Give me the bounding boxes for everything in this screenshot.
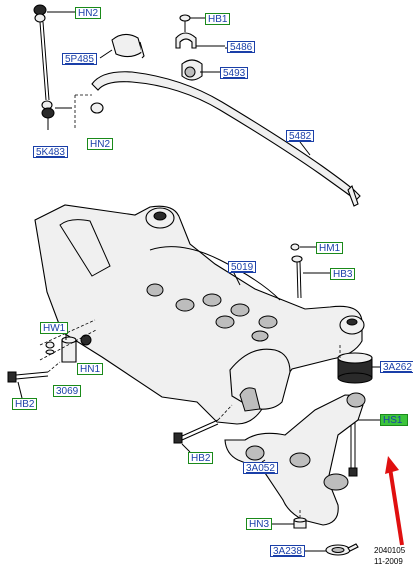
label-hn1[interactable]: HN1: [77, 363, 104, 375]
bushing-3a262-part: [337, 352, 373, 384]
label-hn2-top[interactable]: HN2: [75, 7, 102, 19]
label-hm1[interactable]: HM1: [316, 242, 344, 254]
label-3a052[interactable]: 3A052: [243, 462, 278, 474]
label-hw1[interactable]: HW1: [40, 322, 69, 334]
bushing-set-part: [45, 334, 92, 363]
subframe-part: [34, 204, 365, 425]
label-hn2-mid[interactable]: HN2: [87, 138, 114, 150]
label-5486[interactable]: 5486: [227, 41, 256, 53]
label-hn3[interactable]: HN3: [246, 518, 273, 530]
red-arrow-icon: [385, 456, 404, 546]
label-3a262[interactable]: 3A262: [380, 361, 413, 373]
figure-date: 11-2009 44: [374, 557, 403, 565]
label-hb1[interactable]: HB1: [205, 13, 231, 25]
label-3069[interactable]: 3069: [53, 385, 82, 397]
label-5019[interactable]: 5019: [228, 261, 257, 273]
hb2-left-bolt-part: [7, 371, 49, 383]
label-5p485[interactable]: 5P485: [62, 53, 97, 65]
label-hs1[interactable]: HS1: [380, 414, 408, 426]
label-hb2-mid[interactable]: HB2: [188, 452, 214, 464]
label-hb2-left[interactable]: HB2: [12, 398, 38, 410]
hn3-nut-part: [293, 517, 307, 529]
figure-code: 2040105: [374, 546, 406, 555]
label-3a238[interactable]: 3A238: [270, 545, 305, 557]
hm1-bolt-part: [290, 243, 303, 299]
bushing-part: [111, 33, 145, 59]
label-5k483[interactable]: 5K483: [33, 146, 68, 158]
lower-control-arm-part: [224, 392, 366, 526]
label-5482[interactable]: 5482: [286, 130, 315, 142]
clamp-bolt-part: [175, 14, 197, 49]
label-5493[interactable]: 5493: [220, 67, 249, 79]
bushing-rubber-part: [181, 59, 203, 81]
stabilizer-link-part: [33, 4, 55, 130]
label-hb3[interactable]: HB3: [330, 268, 356, 280]
hb2-mid-bolt-part: [173, 419, 219, 444]
stabilizer-bar-part: [90, 71, 361, 207]
clip-3a238-part: [325, 543, 359, 556]
